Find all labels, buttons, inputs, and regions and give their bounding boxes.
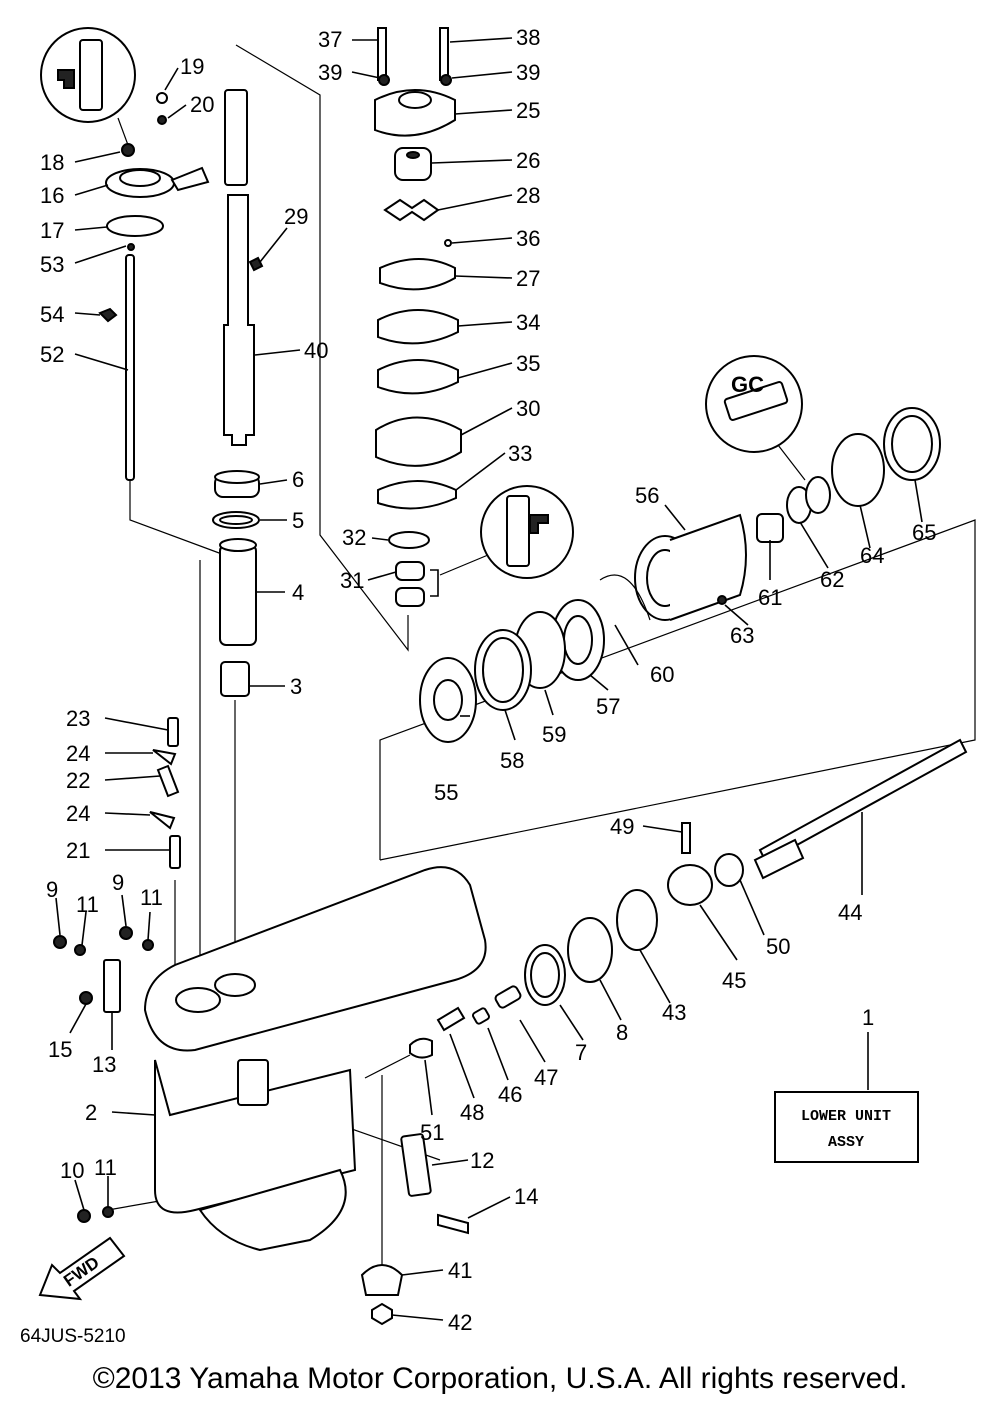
callout-9b: 9 <box>112 870 124 895</box>
callout-38: 38 <box>516 25 540 50</box>
fwd-arrow-icon <box>38 1236 126 1301</box>
assembly-lines <box>107 44 976 1265</box>
callout-54: 54 <box>40 302 64 327</box>
callout-14: 14 <box>514 1184 538 1209</box>
callout-5: 5 <box>292 508 304 533</box>
leader-lines <box>55 37 923 1321</box>
callout-17: 17 <box>40 218 64 243</box>
water-pump-assembly <box>374 27 462 607</box>
callout-39b: 39 <box>516 60 540 85</box>
callout-47: 47 <box>534 1065 558 1090</box>
callout-10: 10 <box>60 1158 84 1183</box>
callout-29: 29 <box>284 204 308 229</box>
detail-magnifier-hose <box>40 27 136 146</box>
callout-64: 64 <box>860 543 884 568</box>
callout-42: 42 <box>448 1310 472 1335</box>
callout-53: 53 <box>40 252 64 277</box>
callout-8: 8 <box>616 1020 628 1045</box>
callout-40: 40 <box>304 338 328 363</box>
callout-7: 7 <box>575 1040 587 1065</box>
callout-24b: 24 <box>66 801 90 826</box>
callout-45: 45 <box>722 968 746 993</box>
shift-rod-cover <box>105 92 210 237</box>
callout-11a: 11 <box>76 892 99 917</box>
assy-box-line2: ASSY <box>828 1134 864 1151</box>
callout-labels: 1 2 3 4 5 6 7 8 9 9 10 11 11 11 12 13 14… <box>40 25 936 1335</box>
callout-35: 35 <box>516 351 540 376</box>
callout-30: 30 <box>516 396 540 421</box>
callout-31: 31 <box>340 568 364 593</box>
callout-49: 49 <box>610 814 634 839</box>
diagram-code: 64JUS-5210 <box>20 1326 126 1347</box>
callout-11c: 11 <box>94 1155 117 1180</box>
gear-case-housing <box>143 866 487 1252</box>
callout-63: 63 <box>730 623 754 648</box>
callout-20: 20 <box>190 92 214 117</box>
callout-24a: 24 <box>66 741 90 766</box>
callout-19: 19 <box>180 54 204 79</box>
callout-59: 59 <box>542 722 566 747</box>
callout-11b: 11 <box>140 885 163 910</box>
lower-unit-assy-box: LOWER UNIT ASSY <box>774 1091 919 1163</box>
callout-3: 3 <box>290 674 302 699</box>
callout-43: 43 <box>662 1000 686 1025</box>
callout-15: 15 <box>48 1037 72 1062</box>
callout-39a: 39 <box>318 60 342 85</box>
callout-13: 13 <box>92 1052 116 1077</box>
callout-57: 57 <box>596 694 620 719</box>
callout-1: 1 <box>862 1005 874 1030</box>
callout-27: 27 <box>516 266 540 291</box>
drive-shaft <box>223 89 264 446</box>
callout-26: 26 <box>516 148 540 173</box>
assy-box-line1: LOWER UNIT <box>801 1108 891 1125</box>
callout-16: 16 <box>40 183 64 208</box>
callout-9a: 9 <box>46 877 58 902</box>
callout-55: 55 <box>434 780 458 805</box>
callout-23: 23 <box>66 706 90 731</box>
svg-text:GC: GC <box>731 372 764 397</box>
housing-fasteners <box>53 717 181 1223</box>
callout-28: 28 <box>516 183 540 208</box>
callout-46: 46 <box>498 1082 522 1107</box>
callout-34: 34 <box>516 310 540 335</box>
callout-61: 61 <box>758 585 782 610</box>
callout-48: 48 <box>460 1100 484 1125</box>
callout-60: 60 <box>650 662 674 687</box>
forward-gear-parts <box>419 574 651 743</box>
callout-51: 51 <box>420 1120 444 1145</box>
shift-rod <box>98 243 135 481</box>
callout-4: 4 <box>292 580 304 605</box>
callout-50: 50 <box>766 934 790 959</box>
callout-44: 44 <box>838 900 862 925</box>
callout-52: 52 <box>40 342 64 367</box>
detail-magnifier-gear-case-lube: GC <box>705 355 806 481</box>
callout-18: 18 <box>40 150 64 175</box>
callout-58: 58 <box>500 748 524 773</box>
callout-41: 41 <box>448 1258 472 1283</box>
callout-12: 12 <box>470 1148 494 1173</box>
drive-shaft-bushing-parts <box>212 470 260 697</box>
callout-25: 25 <box>516 98 540 123</box>
propeller-shaft <box>409 738 968 1059</box>
anode-and-pinion <box>360 1133 469 1326</box>
callout-56: 56 <box>635 483 659 508</box>
callout-22: 22 <box>66 768 90 793</box>
callout-21: 21 <box>66 838 90 863</box>
callout-32: 32 <box>342 525 366 550</box>
callout-36: 36 <box>516 226 540 251</box>
callout-65: 65 <box>912 520 936 545</box>
callout-62: 62 <box>820 567 844 592</box>
propeller-shaft-housing <box>634 407 941 621</box>
callout-33: 33 <box>508 441 532 466</box>
copyright-notice: ©2013 Yamaha Motor Corporation, U.S.A. A… <box>92 1362 908 1395</box>
callout-37: 37 <box>318 27 342 52</box>
detail-magnifier-grease <box>439 485 574 579</box>
callout-6: 6 <box>292 467 304 492</box>
callout-2: 2 <box>85 1100 97 1125</box>
